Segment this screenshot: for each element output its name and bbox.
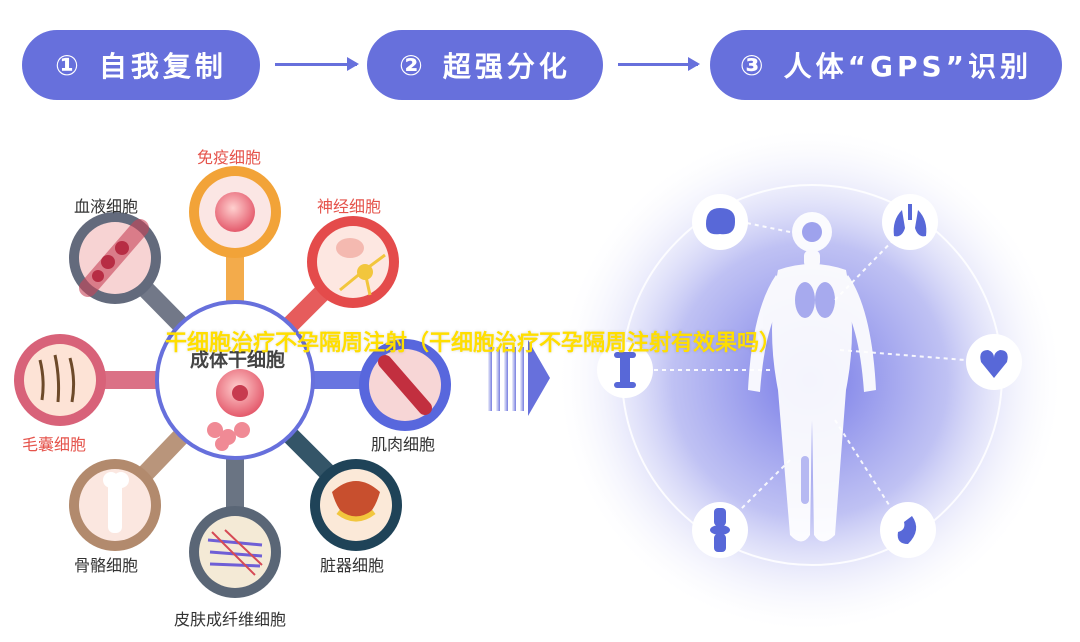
immune-cell-node [189, 166, 281, 258]
brain-icon [692, 194, 748, 250]
heart-icon [966, 334, 1022, 390]
center-stem-cell [155, 300, 315, 460]
bone-cell-node [69, 459, 161, 551]
center-stem-cell-label: 成体干细胞 [190, 349, 286, 371]
step-3-label: 人体“GPS”识别 [783, 50, 1033, 83]
bone-icon [597, 342, 653, 398]
human-figure [748, 212, 876, 542]
bone-cell-label: 骨骼细胞 [74, 556, 139, 575]
blood-cell-node [69, 212, 161, 304]
step-2-pill: ② 超强分化 [367, 30, 603, 100]
organ-cell-node [310, 459, 402, 551]
step-1-number: ① [55, 48, 83, 82]
lungs-icon [882, 194, 938, 250]
skin-cell-label: 皮肤成纤维细胞 [174, 610, 287, 629]
step-2-number: ② [399, 48, 427, 82]
nerve-cell-label: 神经细胞 [317, 197, 382, 216]
step-2-label: 超强分化 [442, 50, 571, 83]
step-arrow-1 [275, 57, 359, 71]
skin-cell-node [189, 506, 281, 598]
internal-organs [795, 222, 835, 504]
overlay-watermark-text: 干细胞治疗不孕隔周注射（干细胞治疗不孕隔周注射有效果吗） [165, 331, 782, 356]
muscle-cell-label: 肌肉细胞 [371, 435, 436, 454]
step-arrow-2 [618, 57, 700, 71]
step-3-number: ③ [739, 48, 768, 82]
step-3-pill: ③ 人体“GPS”识别 [710, 30, 1062, 100]
step-1-pill: ① 自我复制 [22, 30, 260, 100]
knee-joint-icon [692, 502, 748, 558]
hair-cell-node [14, 334, 106, 426]
stomach-icon [880, 502, 936, 558]
blood-cell-label: 血液细胞 [74, 197, 139, 216]
muscle-cell-node [359, 339, 451, 431]
nerve-cell-node [307, 216, 399, 308]
hair-cell-label: 毛囊细胞 [22, 435, 87, 454]
transition-arrow [488, 340, 550, 416]
step-1-label: 自我复制 [98, 50, 227, 83]
organ-cell-label: 脏器细胞 [320, 556, 385, 575]
immune-cell-label: 免疫细胞 [197, 148, 262, 167]
